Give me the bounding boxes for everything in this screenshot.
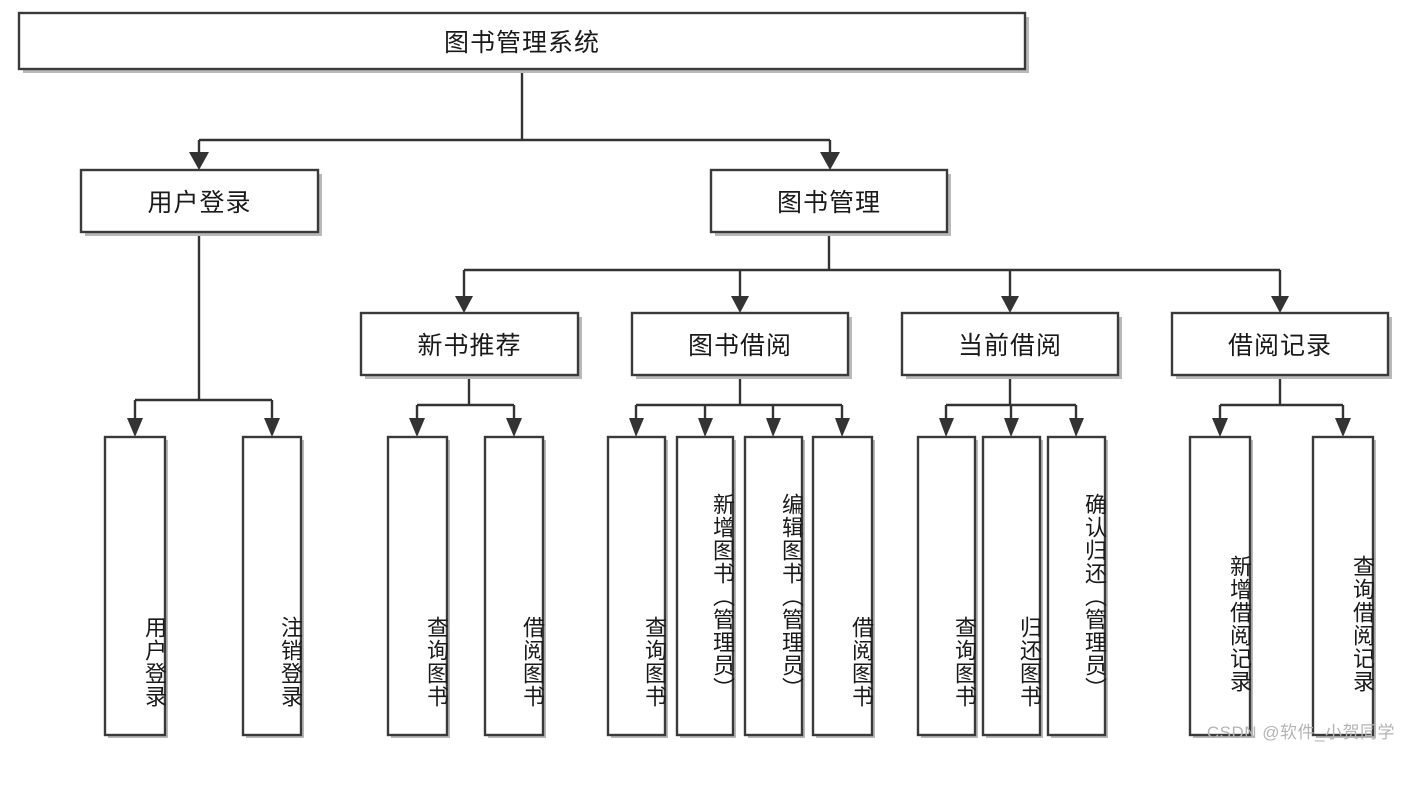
arrow-icon-to-leaf-logout-login <box>264 418 280 437</box>
leaf-return-book-box[interactable] <box>981 435 1042 737</box>
arrow-icon-to-leaf-query-record <box>1335 418 1351 437</box>
arrowheads-group <box>127 152 1351 437</box>
leaf-edit-book-admin-box[interactable] <box>743 435 804 737</box>
arrow-icon-to-leaf-edit-book <box>766 418 781 437</box>
node-borrow-record-box[interactable] <box>1170 311 1390 377</box>
leaf-add-borrow-record-box[interactable] <box>1188 435 1252 737</box>
arrow-icon-to-leaf-query-book-1 <box>409 418 425 437</box>
arrow-icon-to-leaf-borrow-book-1 <box>506 418 522 437</box>
node-user-login-box[interactable] <box>79 168 320 234</box>
leaf-query-borrow-record-box[interactable] <box>1311 435 1375 737</box>
leaf-borrow-book-1-box[interactable] <box>483 435 545 737</box>
arrow-icon-to-leaf-user-login <box>127 418 143 437</box>
arrow-icon-to-user-login <box>189 152 209 170</box>
leaf-borrow-book-2-box[interactable] <box>811 435 874 737</box>
node-book-management-box[interactable] <box>709 168 949 234</box>
leaf-query-book-1-box[interactable] <box>386 435 449 737</box>
arrow-icon-to-leaf-borrow-book-2 <box>835 418 850 437</box>
leaf-query-book-3-box[interactable] <box>916 435 977 737</box>
arrow-icon-to-leaf-add-book <box>698 418 713 437</box>
leaf-add-book-admin-box[interactable] <box>675 435 735 737</box>
node-current-borrow-box[interactable] <box>900 311 1120 377</box>
arrow-icon-to-book-borrow <box>731 296 749 313</box>
leaf-user-login-box[interactable] <box>103 435 167 737</box>
arrow-icon-to-leaf-query-book-2 <box>629 418 644 437</box>
edges-group <box>133 69 1345 420</box>
arrow-icon-to-leaf-query-book-3 <box>939 418 954 437</box>
leaf-confirm-return-admin-box[interactable] <box>1046 435 1107 737</box>
leaf-query-book-2-box[interactable] <box>606 435 667 737</box>
arrow-icon-to-leaf-add-record <box>1212 418 1228 437</box>
arrow-icon-to-new-book <box>455 296 473 313</box>
flowchart-diagram: 图书管理系统 用户登录 图书管理 新书推荐 图书借阅 当前借阅 借阅记录 用户登… <box>17 11 1394 742</box>
leaf-logout-login-box[interactable] <box>241 435 303 737</box>
arrow-icon-to-leaf-confirm-return <box>1069 418 1084 437</box>
node-root-box[interactable] <box>17 11 1027 71</box>
arrow-icon-to-current-borrow <box>1001 296 1019 313</box>
arrow-icon-to-borrow-record <box>1271 296 1289 313</box>
node-book-borrow-box[interactable] <box>630 311 850 377</box>
arrow-icon-to-book-management <box>820 152 840 170</box>
tree-svg-canvas <box>17 11 1392 738</box>
boxes-group <box>17 11 1390 737</box>
node-new-book-recommend-box[interactable] <box>359 311 580 377</box>
arrow-icon-to-leaf-return-book <box>1004 418 1019 437</box>
